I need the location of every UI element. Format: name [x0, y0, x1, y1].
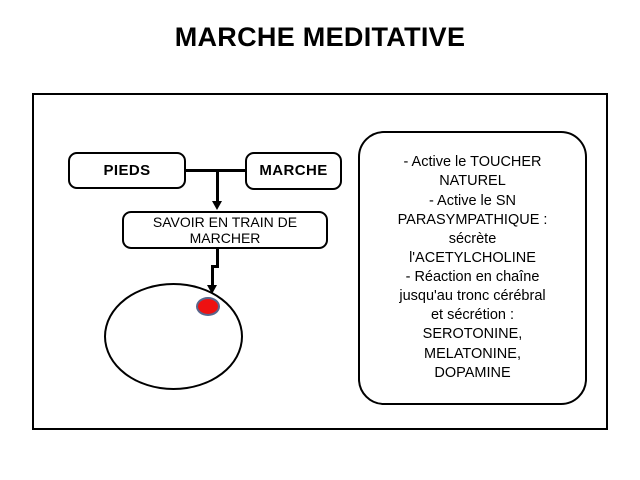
info-panel-text: - Active le TOUCHER NATUREL - Active le …	[397, 154, 548, 381]
node-pieds[interactable]: PIEDS	[68, 152, 186, 189]
node-savoir-en-train-de-marcher[interactable]: SAVOIR EN TRAIN DE MARCHER	[122, 211, 328, 249]
info-panel: - Active le TOUCHER NATUREL - Active le …	[358, 131, 587, 405]
node-marche-label: MARCHE	[259, 162, 328, 180]
node-savoir-label: SAVOIR EN TRAIN DE MARCHER	[152, 213, 298, 246]
node-marche[interactable]: MARCHE	[245, 152, 342, 190]
connector-pieds-marche	[186, 169, 245, 172]
head-ellipse-shape	[104, 283, 243, 390]
node-pieds-label: PIEDS	[103, 161, 151, 179]
arrow-down-icon	[212, 201, 222, 210]
red-dot-marker	[196, 297, 220, 316]
connector-savoir-to-head-lower	[211, 265, 214, 287]
connector-to-savoir	[216, 169, 219, 202]
arrow-down-icon-2	[207, 285, 217, 294]
connector-savoir-to-head-jog	[211, 265, 219, 268]
page-title: MARCHE MEDITATIVE	[174, 22, 466, 52]
connector-savoir-to-head-upper	[216, 249, 219, 267]
